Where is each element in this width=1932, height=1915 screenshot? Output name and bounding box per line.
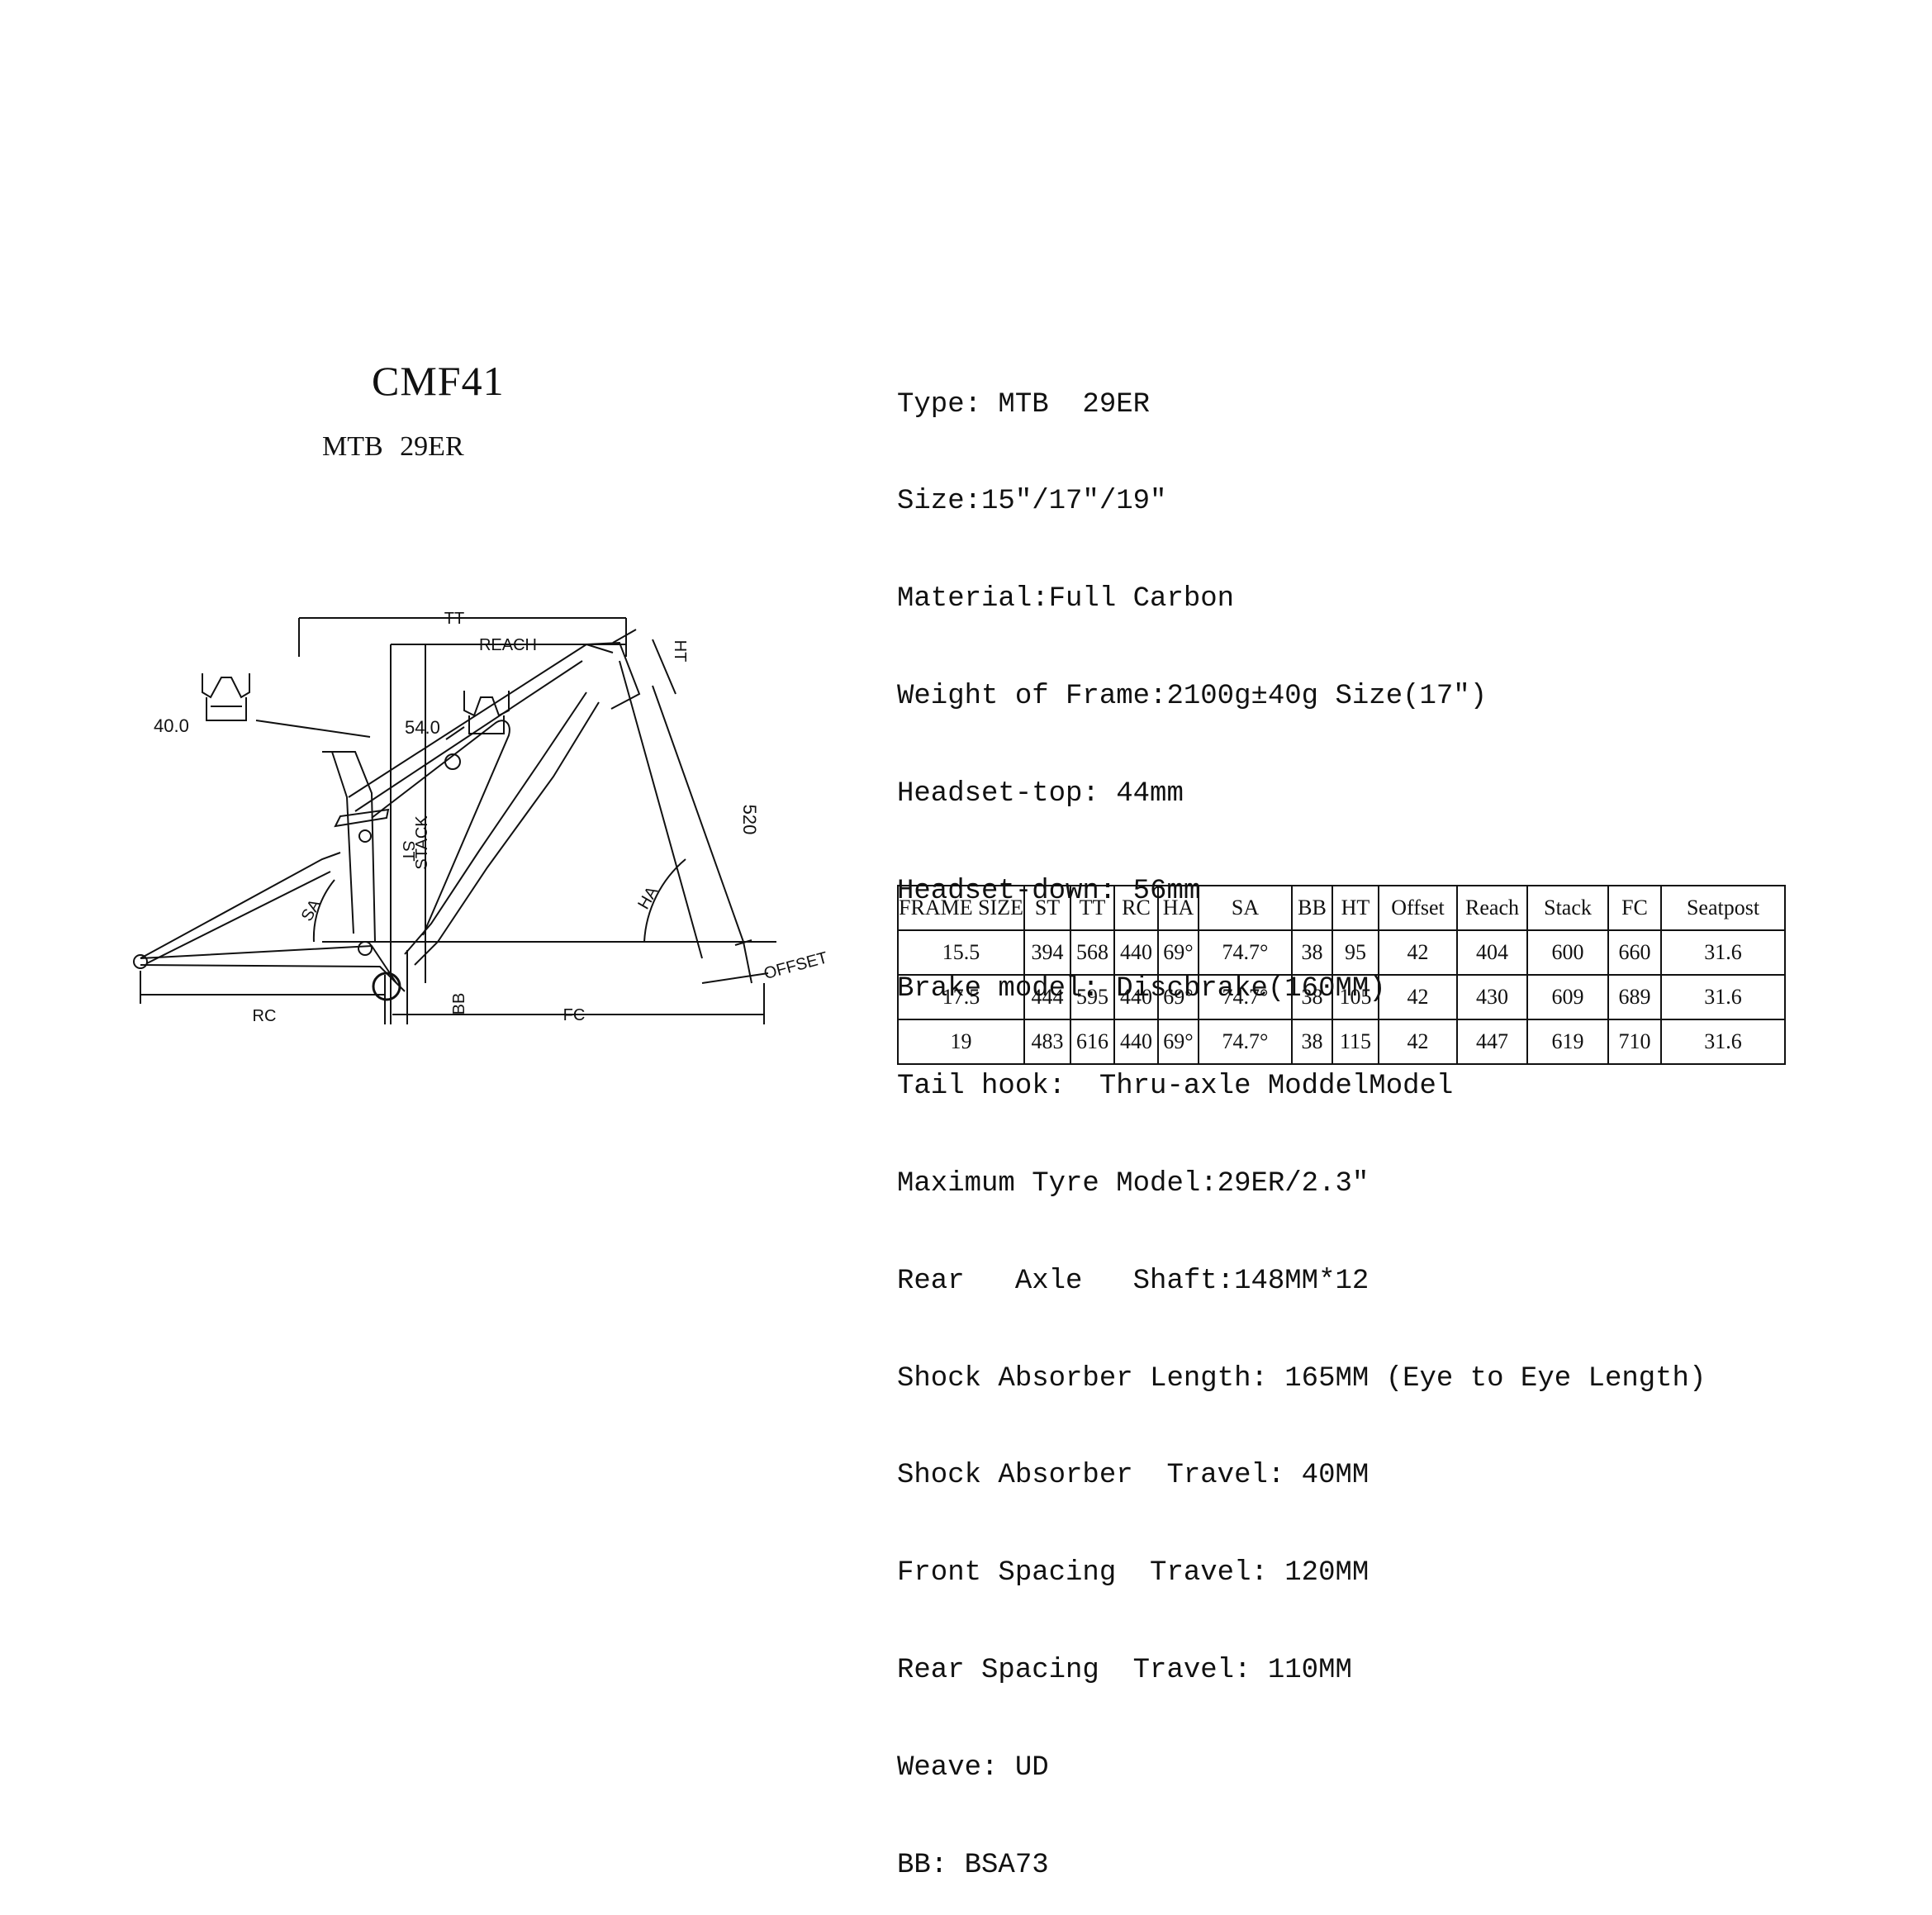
column-header: Reach	[1456, 885, 1528, 931]
spec-item: Size:15″/17″/19″	[897, 486, 1167, 518]
table-cell: 404	[1456, 929, 1528, 976]
column-header: HA	[1157, 885, 1199, 931]
table-cell: 42	[1378, 929, 1458, 976]
table-cell: 69°	[1157, 929, 1199, 976]
table-row: 17.5 444 595 440 69° 74.7° 38 105 42 430…	[897, 974, 1786, 1020]
table-cell: 74.7°	[1198, 929, 1293, 976]
fc-label: FC	[563, 1006, 586, 1024]
spec-item: Type: MTB 29ER	[897, 388, 1151, 421]
column-header: FRAME SIZE	[897, 885, 1025, 931]
spec-item: Front Spacing Travel: 120MM	[897, 1557, 1369, 1589]
table-cell: 31.6	[1660, 974, 1786, 1020]
ha-label: HA	[634, 883, 662, 913]
table-cell: 38	[1291, 929, 1333, 976]
table-cell: 105	[1332, 974, 1379, 1020]
model-title: CMF41	[372, 358, 505, 404]
table-cell: 74.7°	[1198, 974, 1293, 1020]
ht-dimension-line	[652, 639, 676, 695]
table-cell: 95	[1332, 929, 1379, 976]
table-cell: 42	[1378, 1019, 1458, 1065]
table-header-row: FRAME SIZE ST TT RC HA SA BB HT Offset R…	[897, 885, 1786, 931]
fork-length-line	[652, 685, 744, 943]
rc-label: RC	[253, 1007, 277, 1025]
spec-list: Type: MTB 29ER Size:15″/17″/19″ Material…	[897, 324, 1706, 1915]
clamp-right-label: 54.0	[405, 717, 440, 738]
rear-axle	[133, 954, 148, 969]
sa-angle-arc	[312, 879, 335, 943]
table-cell: 609	[1526, 974, 1609, 1020]
table-cell: 440	[1113, 1019, 1159, 1065]
geometry-table: FRAME SIZE ST TT RC HA SA BB HT Offset R…	[897, 885, 1786, 1065]
spec-item: Weave: UD	[897, 1752, 1049, 1784]
ha-angle-arc	[643, 858, 686, 943]
table-cell: 394	[1023, 929, 1071, 976]
table-cell: 600	[1526, 929, 1609, 976]
tt-label: TT	[444, 610, 464, 628]
column-header: BB	[1291, 885, 1333, 931]
table-cell: 595	[1070, 974, 1115, 1020]
spec-item: Maximum Tyre Model:29ER/2.3″	[897, 1167, 1369, 1200]
column-header: TT	[1070, 885, 1115, 931]
spec-item: Rear Axle Shaft:148MM*12	[897, 1265, 1369, 1297]
table-cell: 15.5	[897, 929, 1025, 976]
table-cell: 430	[1456, 974, 1528, 1020]
table-cell: 38	[1291, 974, 1333, 1020]
table-row: 19 483 616 440 69° 74.7° 38 115 42 447 6…	[897, 1019, 1786, 1065]
ht-label: HT	[671, 640, 689, 663]
table-cell: 42	[1378, 974, 1458, 1020]
table-cell: 483	[1023, 1019, 1071, 1065]
table-cell: 74.7°	[1198, 1019, 1293, 1065]
bottle-clamp-icon	[463, 691, 510, 734]
table-row: 15.5 394 568 440 69° 74.7° 38 95 42 404 …	[897, 929, 1786, 976]
spec-item: BB: BSA73	[897, 1849, 1049, 1881]
table-cell: 616	[1070, 1019, 1115, 1065]
offset-label: OFFSET	[762, 948, 829, 983]
table-cell: 568	[1070, 929, 1115, 976]
spec-item: Weight of Frame:2100g±40g Size(17″)	[897, 681, 1488, 713]
seat-clamp-icon	[202, 673, 250, 721]
column-header: RC	[1113, 885, 1159, 931]
bottom-bracket	[372, 972, 401, 1001]
table-cell: 69°	[1157, 1019, 1199, 1065]
table-cell: 38	[1291, 1019, 1333, 1065]
table-cell: 710	[1607, 1019, 1662, 1065]
column-header: FC	[1607, 885, 1662, 931]
table-cell: 440	[1113, 929, 1159, 976]
column-header: Offset	[1378, 885, 1458, 931]
bb-label: BB	[450, 993, 468, 1015]
fork-length-label: 520	[739, 805, 760, 835]
table-cell: 440	[1113, 974, 1159, 1020]
column-header: SA	[1198, 885, 1293, 931]
table-cell: 115	[1332, 1019, 1379, 1065]
spec-item: Shock Absorber Length: 165MM (Eye to Eye…	[897, 1362, 1707, 1395]
table-cell: 447	[1456, 1019, 1528, 1065]
column-header: HT	[1332, 885, 1379, 931]
spec-item: Shock Absorber Travel: 40MM	[897, 1460, 1369, 1492]
table-cell: 31.6	[1660, 1019, 1786, 1065]
table-cell: 69°	[1157, 974, 1199, 1020]
spec-item: Tail hook: Thru-axle ModdelModel	[897, 1070, 1454, 1102]
clamp-left-label: 40.0	[154, 715, 189, 736]
spec-item: Rear Spacing Travel: 110MM	[897, 1655, 1352, 1687]
table-cell: 619	[1526, 1019, 1609, 1065]
column-header: ST	[1023, 885, 1071, 931]
sa-label: SA	[298, 896, 325, 924]
table-cell: 31.6	[1660, 929, 1786, 976]
spec-item: Headset-top: 44mm	[897, 778, 1184, 810]
table-cell: 660	[1607, 929, 1662, 976]
column-header: Stack	[1526, 885, 1609, 931]
frame-geometry-diagram: TT REACH HT 520 STACK ST SA HA OFFSET RC…	[133, 610, 829, 1025]
model-subtitle: MTB 29ER	[322, 431, 464, 462]
reach-label: REACH	[479, 636, 537, 654]
table-cell: 17.5	[897, 974, 1025, 1020]
column-header: Seatpost	[1660, 885, 1786, 931]
table-cell: 689	[1607, 974, 1662, 1020]
spec-item: Material:Full Carbon	[897, 583, 1235, 615]
stack-label: STACK	[413, 815, 431, 870]
table-cell: 19	[897, 1019, 1025, 1065]
table-cell: 444	[1023, 974, 1071, 1020]
st-label: ST	[399, 840, 417, 862]
